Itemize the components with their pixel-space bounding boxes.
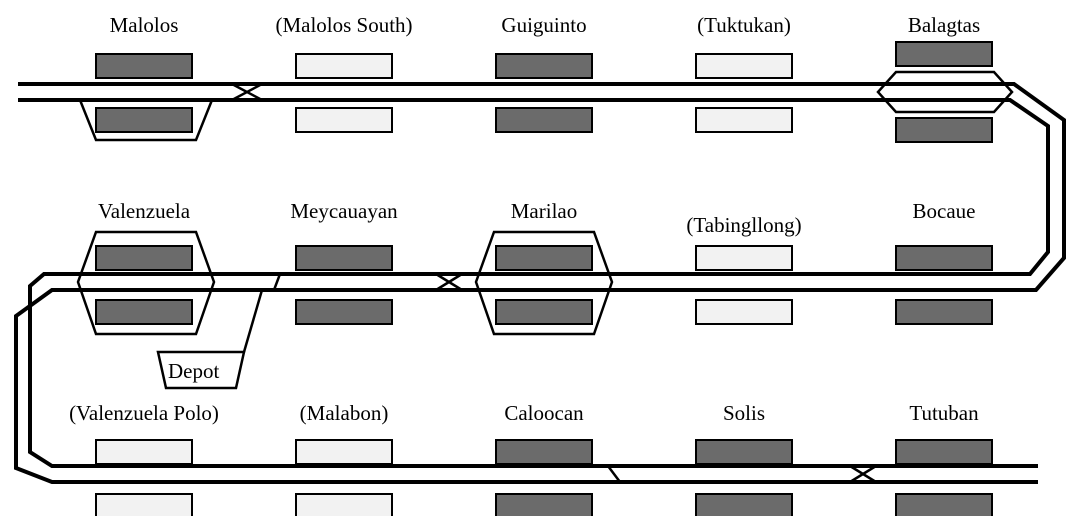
platform-upper bbox=[695, 245, 793, 271]
platform-lower bbox=[295, 299, 393, 325]
platform-lower bbox=[895, 299, 993, 325]
loop-malolos bbox=[78, 99, 214, 142]
platform-lower bbox=[95, 493, 193, 516]
platform-lower bbox=[495, 493, 593, 516]
platform-upper bbox=[295, 439, 393, 465]
platform-upper bbox=[495, 439, 593, 465]
platform-lower bbox=[695, 493, 793, 516]
platform-upper bbox=[895, 245, 993, 271]
platform-lower bbox=[295, 107, 393, 133]
station-label: (Malolos South) bbox=[275, 13, 412, 37]
depot-outline bbox=[156, 350, 246, 390]
loop-valenzuela bbox=[76, 230, 216, 336]
platform-upper bbox=[95, 245, 193, 271]
platform-lower bbox=[895, 493, 993, 516]
platform-lower bbox=[95, 107, 193, 133]
station-label: Guiguinto bbox=[501, 13, 586, 37]
crossover-row2-b bbox=[435, 272, 463, 292]
loop-marilao bbox=[474, 230, 614, 336]
connector-caloocan bbox=[607, 465, 621, 483]
station-label: Balagtas bbox=[908, 13, 980, 37]
station-labels: Malolos (Malolos South) Guiguinto (Tuktukan… bbox=[69, 13, 980, 425]
loop-balagtas bbox=[876, 70, 1014, 114]
platform-upper bbox=[295, 245, 393, 271]
station-label: Marilao bbox=[511, 199, 577, 223]
station-label: Caloocan bbox=[504, 401, 584, 425]
platform-lower bbox=[495, 107, 593, 133]
platform-upper bbox=[495, 53, 593, 79]
connector-meycauayan bbox=[272, 273, 282, 291]
station-label: (Tabingllong) bbox=[686, 213, 801, 237]
platform-upper bbox=[895, 439, 993, 465]
platform-lower bbox=[695, 107, 793, 133]
station-label: Valenzuela bbox=[98, 199, 191, 223]
platform-lower bbox=[495, 299, 593, 325]
station-label: Tutuban bbox=[909, 401, 979, 425]
platform-lower bbox=[95, 299, 193, 325]
platform-upper bbox=[895, 41, 993, 67]
crossover-row1-b bbox=[231, 82, 263, 102]
platform-lower bbox=[895, 117, 993, 143]
station-label: Meycauayan bbox=[290, 199, 398, 223]
station-label: Solis bbox=[723, 401, 765, 425]
platform-lower bbox=[695, 299, 793, 325]
platform-upper bbox=[295, 53, 393, 79]
depot: Depot bbox=[156, 350, 246, 390]
platform-lower bbox=[295, 493, 393, 516]
platform-upper bbox=[695, 439, 793, 465]
track-outer bbox=[14, 82, 1066, 484]
station-label: (Valenzuela Polo) bbox=[69, 401, 219, 425]
track-inner bbox=[18, 98, 1050, 468]
station-label: Malolos bbox=[110, 13, 179, 37]
depot-label: Depot bbox=[168, 359, 219, 383]
station-label: (Tuktukan) bbox=[697, 13, 791, 37]
crossover-row3-b bbox=[849, 464, 877, 484]
platforms bbox=[95, 41, 993, 516]
platform-upper bbox=[95, 439, 193, 465]
platform-upper bbox=[495, 245, 593, 271]
platform-upper bbox=[95, 53, 193, 79]
track-network bbox=[14, 70, 1066, 484]
platform-upper bbox=[695, 53, 793, 79]
station-label: Bocaue bbox=[913, 199, 976, 223]
station-label: (Malabon) bbox=[300, 401, 389, 425]
depot-spur-line bbox=[242, 289, 264, 353]
